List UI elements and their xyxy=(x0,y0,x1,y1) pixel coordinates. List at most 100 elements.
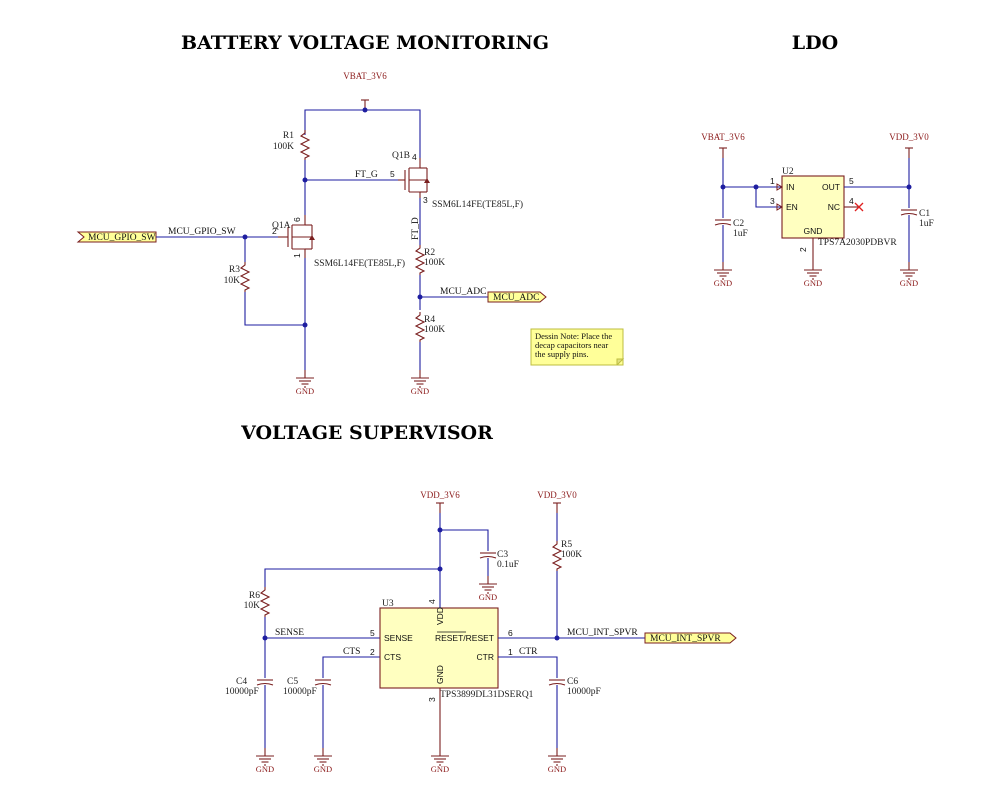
mcu-gpio-sw-port[interactable]: MCU_GPIO_SW xyxy=(76,231,157,243)
q1b-pin-drain: 3 xyxy=(423,195,428,205)
net-cts: CTS xyxy=(343,647,360,657)
u2-pin-in: IN xyxy=(786,182,795,192)
c3-gnd-symbol xyxy=(478,575,498,594)
r2-resistor[interactable] xyxy=(415,244,425,276)
c3-capacitor[interactable] xyxy=(479,552,497,559)
ldo-vbat-power-label: VBAT_3V6 xyxy=(701,132,745,142)
u3-pin-reset: RESET/RESET xyxy=(435,633,494,643)
u3-pin-gnd-number: 3 xyxy=(427,697,437,702)
ldo-vbat-power-symbol xyxy=(718,147,728,159)
q1a-part: SSM6L14FE(TE85L,F) xyxy=(314,258,405,269)
u3-gnd-symbol xyxy=(430,747,450,766)
r5-ref: R5 xyxy=(561,540,572,550)
r4-gnd-label: GND xyxy=(411,386,429,396)
q1b-pin-source: 4 xyxy=(412,152,417,162)
c2-gnd-label: GND xyxy=(714,278,732,288)
c5-gnd-label: GND xyxy=(314,764,332,774)
r5-resistor[interactable] xyxy=(552,540,562,572)
u2-pin-out: OUT xyxy=(822,182,840,192)
u3-ref: U3 xyxy=(382,599,394,609)
q1a-ref: Q1A xyxy=(272,221,291,231)
u3-supervisor-chip[interactable] xyxy=(379,607,499,689)
c3-ref: C3 xyxy=(497,550,508,560)
sup-vdd3v6-power-symbol xyxy=(435,502,445,514)
r6-ref: R6 xyxy=(249,591,260,601)
ldo-vdd3v0-power-label: VDD_3V0 xyxy=(889,132,929,142)
u2-pin-nc-number: 4 xyxy=(849,196,854,206)
ldo-vdd3v0-power-symbol xyxy=(904,147,914,159)
q1a-gnd-symbol xyxy=(295,369,315,388)
mcu-int-spvr-port[interactable]: MCU_INT_SPVR xyxy=(644,632,737,644)
design-note: Dessin Note: Place the decap capacitors … xyxy=(530,328,625,366)
mcu-adc-port[interactable]: MCU_ADC xyxy=(487,291,547,303)
u3-part: TPS3899DL31DSERQ1 xyxy=(440,690,534,700)
r1-ref: R1 xyxy=(283,131,294,141)
r4-ref: R4 xyxy=(424,315,435,325)
c2-ref: C2 xyxy=(733,219,744,229)
net-mcu-adc: MCU_ADC xyxy=(440,287,486,297)
c5-capacitor[interactable] xyxy=(314,679,332,686)
u2-ref: U2 xyxy=(782,167,794,177)
r3-value: 10K xyxy=(224,276,241,286)
u3-pin-gnd: GND xyxy=(435,665,445,684)
c4-capacitor[interactable] xyxy=(256,679,274,686)
q1b-ref: Q1B xyxy=(392,151,410,161)
u3-pin-ctr-number: 1 xyxy=(508,647,513,657)
c6-ref: C6 xyxy=(567,677,578,687)
c3-value: 0.1uF xyxy=(497,560,519,570)
u2-pin-gnd: GND xyxy=(804,226,823,236)
supervisor-section: VDD_3V6 C3 0.1uF GND R6 10K SENSE C4 100… xyxy=(225,490,737,774)
title-voltage-supervisor: VOLTAGE SUPERVISOR xyxy=(240,422,493,444)
c4-gnd-label: GND xyxy=(256,764,274,774)
note-line-1: Dessin Note: Place the xyxy=(535,331,612,341)
title-ldo: LDO xyxy=(792,32,838,54)
c4-value: 10000pF xyxy=(225,687,259,697)
vbat-power-label: VBAT_3V6 xyxy=(343,71,387,81)
c2-value: 1uF xyxy=(733,229,748,239)
c5-ref: C5 xyxy=(287,677,298,687)
net-ctr: CTR xyxy=(519,647,538,657)
r3-resistor[interactable] xyxy=(240,261,250,293)
note-line-2: decap capacitors near xyxy=(535,340,608,350)
u3-pin-vdd-number: 4 xyxy=(427,599,437,604)
c3-gnd-label: GND xyxy=(479,592,497,602)
sup-vdd3v0-power-label: VDD_3V0 xyxy=(537,490,577,500)
c1-ref: C1 xyxy=(919,209,930,219)
u2-pin-nc: NC xyxy=(828,202,840,212)
net-mcu-gpio-sw: MCU_GPIO_SW xyxy=(168,227,236,237)
u3-pin-reset-number: 6 xyxy=(508,628,513,638)
u2-gnd-label: GND xyxy=(804,278,822,288)
ldo-section: VBAT_3V6 C2 1uF GND U2 1 3 IN EN OUT NC … xyxy=(701,132,934,288)
c4-ref: C4 xyxy=(236,677,247,687)
c1-capacitor[interactable] xyxy=(900,209,918,216)
c2-gnd-symbol xyxy=(713,261,733,280)
q1a-gnd-label: GND xyxy=(296,386,314,396)
r6-resistor[interactable] xyxy=(260,586,270,618)
r4-resistor[interactable] xyxy=(415,311,425,343)
c5-gnd-symbol xyxy=(313,747,333,766)
q1b-mosfet[interactable] xyxy=(398,158,430,198)
q1b-pin-gate: 5 xyxy=(390,169,395,179)
r2-value: 100K xyxy=(424,258,445,268)
c6-capacitor[interactable] xyxy=(548,679,566,686)
r4-gnd-symbol xyxy=(410,369,430,388)
q1b-part: SSM6L14FE(TE85L,F) xyxy=(432,199,523,210)
u2-pin-gnd-number: 2 xyxy=(798,247,808,252)
mcu-int-spvr-port-label: MCU_INT_SPVR xyxy=(650,634,721,644)
note-line-3: the supply pins. xyxy=(535,349,589,359)
c1-gnd-symbol xyxy=(899,261,919,280)
c2-capacitor[interactable] xyxy=(714,219,732,226)
u2-gnd-symbol xyxy=(803,261,823,280)
u3-pin-sense: SENSE xyxy=(384,633,413,643)
u3-pin-ctr: CTR xyxy=(477,652,494,662)
r3-ref: R3 xyxy=(229,265,240,275)
u3-pin-sense-number: 5 xyxy=(370,628,375,638)
u2-pin-out-number: 5 xyxy=(849,176,854,186)
u2-part: TPS7A2030PDBVR xyxy=(818,238,897,248)
q1a-mosfet[interactable] xyxy=(278,215,315,258)
sup-vdd3v0-power-symbol xyxy=(552,502,562,514)
net-ft-g: FT_G xyxy=(355,170,378,180)
c6-value: 10000pF xyxy=(567,687,601,697)
u3-pin-cts-number: 2 xyxy=(370,647,375,657)
